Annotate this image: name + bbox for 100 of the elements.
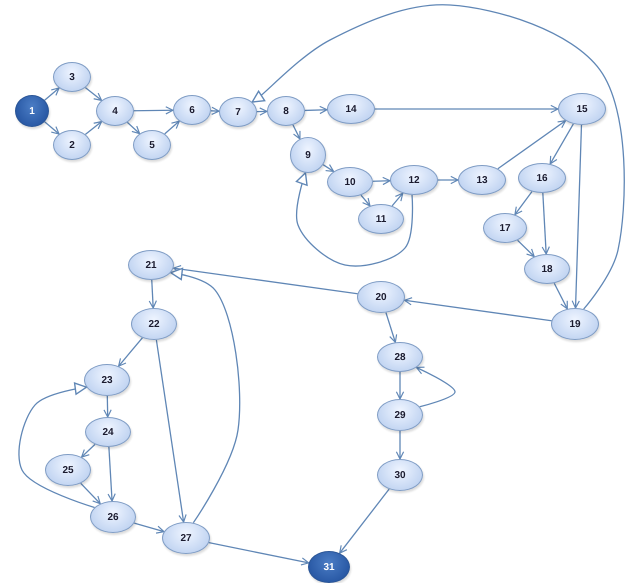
arrow [550, 124, 574, 164]
node-number: 6 [189, 104, 195, 116]
arrow [554, 282, 568, 310]
arrow [322, 164, 334, 172]
node-ellipse [267, 96, 305, 126]
node-number: 10 [344, 176, 356, 188]
arrow [252, 4, 625, 310]
arrow [107, 446, 116, 502]
arrow [438, 176, 459, 184]
node-ellipse [131, 308, 177, 340]
node-ellipse [327, 94, 375, 124]
arrow [372, 176, 391, 186]
node-ellipse [133, 130, 171, 160]
arrow [44, 121, 60, 135]
arrow [208, 542, 310, 566]
node-number: 23 [101, 374, 113, 386]
node-number: 9 [305, 150, 311, 160]
node-number: 28 [394, 352, 406, 362]
node-ellipse [84, 364, 130, 396]
node-ellipse [85, 417, 131, 447]
node-ellipse [551, 308, 599, 340]
arrow [375, 104, 559, 114]
arrow [81, 444, 96, 458]
node-number: 25 [62, 464, 74, 476]
node-number: 17 [499, 222, 511, 234]
arrow [339, 488, 390, 554]
node-number: 19 [569, 318, 581, 330]
node-number: 13 [476, 174, 488, 186]
node-number: 16 [536, 172, 548, 184]
node-number: 27 [180, 532, 192, 544]
node-number: 29 [394, 410, 406, 420]
node-ellipse [308, 551, 350, 583]
arrow [392, 192, 404, 206]
node-ellipse [45, 454, 91, 486]
node-ellipse [558, 93, 606, 125]
arrow [85, 121, 102, 135]
node-number: 2 [69, 140, 75, 150]
arrow [134, 106, 174, 115]
node-ellipse [162, 522, 210, 554]
node-ellipse [128, 250, 174, 280]
arrow [396, 372, 404, 400]
node-number: 24 [102, 426, 114, 438]
node-number: 30 [394, 470, 406, 480]
node-number: 5 [149, 140, 155, 150]
arrow [296, 172, 414, 267]
node-ellipse [290, 137, 326, 173]
node-ellipse [377, 342, 423, 372]
node-ellipse [458, 165, 506, 195]
node-number: 4 [112, 106, 118, 116]
node-ellipse [358, 204, 404, 234]
arrow [292, 124, 301, 140]
arrow [396, 431, 404, 460]
arrow [118, 337, 143, 367]
node-number: 18 [541, 264, 553, 274]
arrow [134, 522, 165, 534]
node-ellipse [53, 62, 91, 92]
node-ellipse [53, 130, 91, 160]
node-number: 3 [69, 72, 75, 82]
node-ellipse [357, 281, 405, 313]
node-ellipse [377, 399, 423, 431]
node-ellipse [327, 167, 373, 197]
node-number: 8 [283, 106, 289, 116]
arrow [514, 191, 532, 216]
node-number: 7 [235, 106, 241, 118]
arrow [304, 106, 328, 114]
arrow [126, 122, 140, 134]
arrow [542, 192, 550, 255]
arrow [517, 240, 535, 258]
arrow [164, 120, 180, 134]
node-number: 14 [345, 104, 357, 114]
arrow [497, 120, 566, 170]
node-number: 11 [376, 214, 386, 224]
node-ellipse [173, 95, 211, 125]
node-number: 1 [29, 106, 35, 116]
arrow [44, 87, 60, 101]
arrow [210, 106, 220, 116]
node-ellipse [90, 501, 136, 533]
node-number: 26 [107, 512, 119, 522]
node-ellipse [518, 163, 566, 193]
node-ellipse [15, 95, 49, 127]
arrow [572, 124, 582, 309]
arrow [256, 107, 268, 116]
node-ellipse [377, 459, 423, 491]
node-number: 20 [375, 292, 387, 302]
arrow [170, 268, 240, 524]
node-number: 31 [323, 562, 335, 572]
node-ellipse [96, 96, 134, 126]
arrow [148, 280, 157, 309]
arrow [156, 340, 187, 523]
arrow [416, 366, 456, 408]
arrow [103, 396, 112, 418]
node-ellipse [390, 165, 438, 195]
node-ellipse [524, 254, 570, 284]
arrow [18, 382, 95, 508]
node-ellipse [483, 213, 527, 243]
arrow [80, 482, 101, 504]
node-number: 15 [576, 104, 588, 114]
arrow [404, 297, 552, 322]
node-number: 21 [145, 260, 157, 270]
arrow [85, 87, 102, 101]
